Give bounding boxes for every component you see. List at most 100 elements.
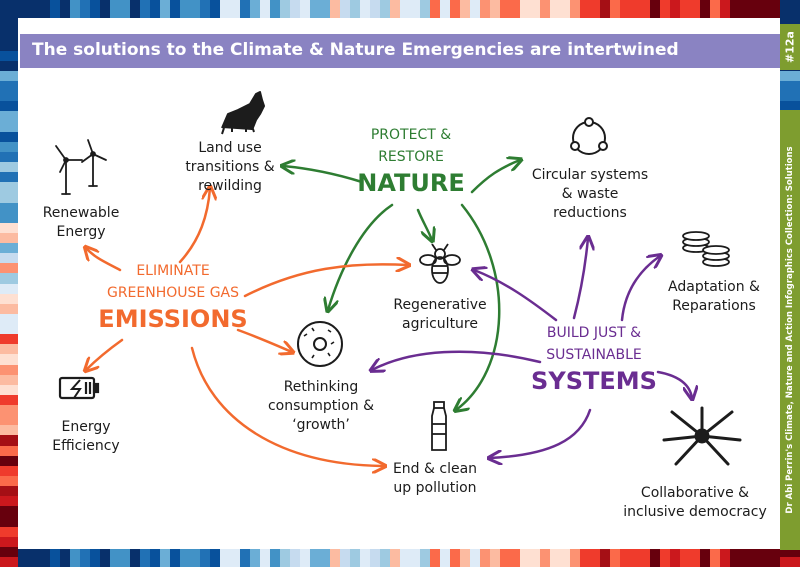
climate-stripe: [440, 0, 450, 18]
hub-systems-line2: SUSTAINABLE: [546, 347, 642, 363]
circular-cycle-icon: [570, 117, 608, 155]
solution-rethinking-line: consumption &: [267, 398, 374, 414]
climate-stripe: [280, 0, 290, 18]
climate-stripe: [490, 549, 500, 567]
climate-stripe: [90, 549, 100, 567]
climate-stripe: [280, 549, 290, 567]
climate-stripes-bottom: [0, 549, 800, 567]
climate-stripe: [0, 556, 18, 567]
climate-stripe: [510, 549, 520, 567]
hub-nature-line1: PROTECT &: [370, 127, 452, 143]
climate-stripe: [0, 81, 18, 92]
climate-stripe: [560, 0, 570, 18]
climate-stripe: [120, 0, 130, 18]
climate-stripe: [520, 549, 530, 567]
climate-stripe: [600, 0, 610, 18]
climate-stripe: [0, 506, 18, 517]
climate-stripe: [0, 141, 18, 152]
climate-stripe: [0, 303, 18, 314]
climate-stripe: [60, 0, 70, 18]
climate-stripe: [360, 0, 370, 18]
climate-stripe: [640, 549, 650, 567]
climate-stripe: [290, 0, 300, 18]
climate-stripe: [90, 0, 100, 18]
solution-circular: Circular systems & waste reductions: [520, 166, 660, 223]
climate-stripe: [700, 0, 710, 18]
arrow-nature-to-land-use: [283, 166, 364, 184]
climate-stripe: [80, 549, 90, 567]
climate-stripe: [0, 425, 18, 436]
climate-stripe: [0, 192, 18, 203]
climate-stripe: [0, 253, 18, 264]
climate-stripe: [50, 549, 60, 567]
arrow-emissions-to-renewable: [86, 248, 122, 272]
climate-stripe: [200, 549, 210, 567]
climate-stripe: [0, 415, 18, 426]
climate-stripe: [20, 0, 30, 18]
climate-stripe: [400, 549, 410, 567]
climate-stripe: [460, 0, 470, 18]
climate-stripe: [0, 0, 18, 11]
climate-stripe: [780, 81, 800, 92]
climate-stripe: [450, 549, 460, 567]
climate-stripe: [370, 0, 380, 18]
climate-stripe: [0, 60, 18, 71]
climate-stripe: [0, 212, 18, 223]
climate-stripe: [330, 549, 340, 567]
climate-stripe: [120, 549, 130, 567]
solution-rethinking-line: Rethinking: [283, 379, 359, 395]
climate-stripe: [0, 324, 18, 335]
climate-stripe: [520, 0, 530, 18]
climate-stripe: [0, 30, 18, 41]
wolf-icon: [221, 91, 265, 135]
climate-stripe: [130, 0, 140, 18]
climate-stripe: [750, 549, 760, 567]
climate-stripe: [0, 405, 18, 416]
solution-circular-line: reductions: [553, 205, 627, 221]
arrow-nature-to-circular: [470, 160, 520, 194]
solution-pollution-line: End & clean: [392, 461, 478, 477]
climate-stripe: [480, 549, 490, 567]
climate-stripe: [290, 549, 300, 567]
climate-stripe: [100, 549, 110, 567]
climate-stripe: [500, 549, 510, 567]
climate-stripe: [0, 394, 18, 405]
climate-stripe: [0, 526, 18, 537]
climate-stripe: [310, 549, 320, 567]
climate-stripe: [0, 293, 18, 304]
climate-stripe: [230, 0, 240, 18]
climate-stripe: [0, 232, 18, 243]
arrow-nature-to-pollution: [456, 203, 501, 410]
climate-stripe: [580, 549, 590, 567]
climate-stripe: [200, 0, 210, 18]
arrow-emissions-to-regenerative: [243, 264, 408, 298]
climate-stripe: [140, 0, 150, 18]
climate-stripe: [780, 101, 800, 112]
arrow-emissions-to-land-use: [178, 188, 210, 264]
arrow-systems-to-adaptation: [620, 256, 660, 322]
climate-stripe: [650, 0, 660, 18]
climate-stripe: [580, 0, 590, 18]
climate-stripe: [70, 0, 80, 18]
climate-stripe: [690, 549, 700, 567]
climate-stripe: [0, 344, 18, 355]
climate-stripe: [30, 0, 40, 18]
content-panel: [18, 18, 780, 549]
climate-stripe: [720, 549, 730, 567]
climate-stripe: [670, 549, 680, 567]
climate-stripe: [550, 0, 560, 18]
climate-stripe: [550, 549, 560, 567]
climate-stripe: [720, 0, 730, 18]
climate-stripe: [630, 0, 640, 18]
climate-stripe: [780, 91, 800, 102]
climate-stripe: [700, 549, 710, 567]
climate-stripe: [0, 162, 18, 173]
solution-regenerative: Regenerative agriculture: [380, 296, 500, 334]
climate-stripe: [530, 549, 540, 567]
climate-stripe: [0, 384, 18, 395]
climate-stripe: [770, 549, 780, 567]
solution-energy-efficiency-line: Energy: [61, 419, 111, 435]
climate-stripe: [410, 549, 420, 567]
climate-stripe: [80, 0, 90, 18]
solution-energy-efficiency-line: Efficiency: [52, 438, 120, 454]
